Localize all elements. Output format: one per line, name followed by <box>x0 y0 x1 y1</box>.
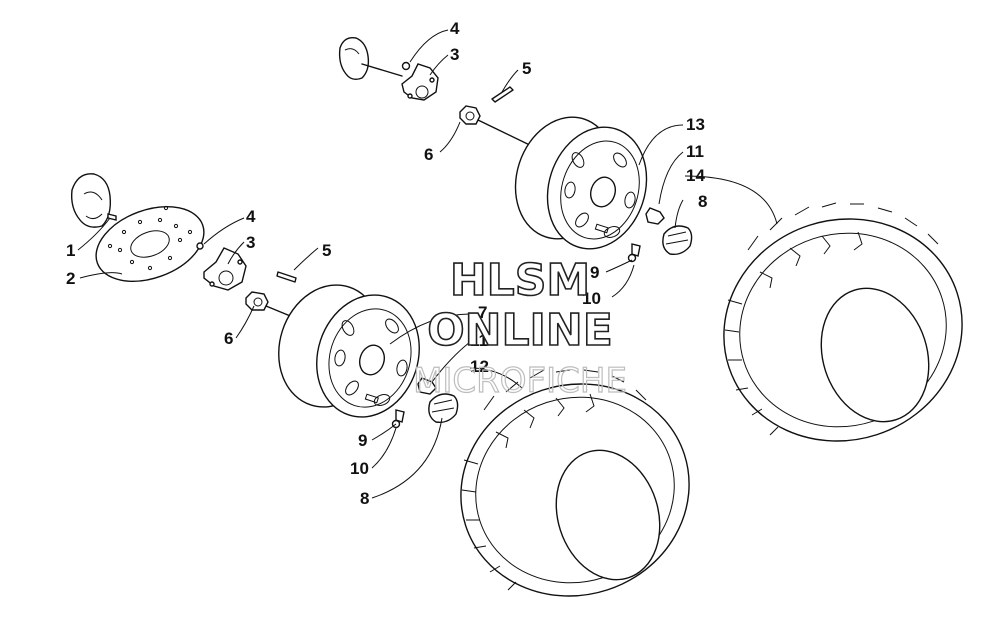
lower-cotter-pin <box>276 271 297 283</box>
watermark-line-1: HLSM <box>450 255 590 306</box>
lower-tire <box>460 369 690 597</box>
upper-axle-nut <box>459 105 481 125</box>
upper-cotter-pin <box>491 86 514 103</box>
callout-upper-hub: 3 <box>450 45 459 64</box>
lower-wheel-rim <box>278 284 420 418</box>
callout-lower-hub-bolt: 4 <box>246 207 256 226</box>
upper-valve-stem <box>627 243 641 263</box>
upper-hub <box>401 63 439 101</box>
callout-lower-hub: 3 <box>246 233 255 252</box>
lower-axle-nut <box>245 291 269 311</box>
callout-upper-wheel: 13 <box>686 115 705 134</box>
brake-disc <box>95 205 205 282</box>
callout-upper-lug-nut: 11 <box>686 142 704 161</box>
lower-hub-bolt <box>196 242 204 250</box>
callout-brake-disc: 2 <box>66 269 75 288</box>
lower-hub-cap <box>428 393 459 424</box>
upper-wheel-rim <box>514 116 648 250</box>
watermark-line-3: MICROFICHE <box>413 361 627 401</box>
callout-brake-bolt: 1 <box>66 241 75 260</box>
callout-upper-valve-cap: 10 <box>582 289 601 308</box>
callout-lower-tire: 12 <box>470 357 489 376</box>
upper-knuckle <box>338 37 403 81</box>
callout-lower-wheel: 7 <box>478 303 487 322</box>
callout-lower-lug-nut: 11 <box>470 331 488 350</box>
lower-hub <box>203 247 247 291</box>
callout-upper-hub-bolt: 4 <box>450 19 460 38</box>
leader-lines <box>77 29 778 499</box>
upper-hub-cap <box>662 225 693 256</box>
callout-upper-cap: 8 <box>698 192 707 211</box>
callout-lower-valve: 9 <box>358 431 367 450</box>
callout-upper-valve: 9 <box>590 263 599 282</box>
callout-upper-pin: 5 <box>522 59 531 78</box>
upper-hub-bolt <box>401 61 411 71</box>
callout-lower-valve-cap: 10 <box>350 459 369 478</box>
callout-upper-tire: 14 <box>686 166 705 185</box>
callout-lower-cap: 8 <box>360 489 369 508</box>
lower-knuckle <box>70 173 112 228</box>
callout-numbers: 4 3 5 6 13 11 14 8 9 10 1 2 4 3 5 6 7 11… <box>66 19 707 508</box>
upper-lug-nut <box>645 207 665 225</box>
watermark-line-2: ONLINE <box>427 305 613 356</box>
callout-upper-nut: 6 <box>424 145 433 164</box>
callout-lower-pin: 5 <box>322 241 331 260</box>
callout-lower-nut: 6 <box>224 329 233 348</box>
watermark: HLSM ONLINE MICROFICHE <box>412 254 627 401</box>
upper-tire <box>723 202 963 442</box>
